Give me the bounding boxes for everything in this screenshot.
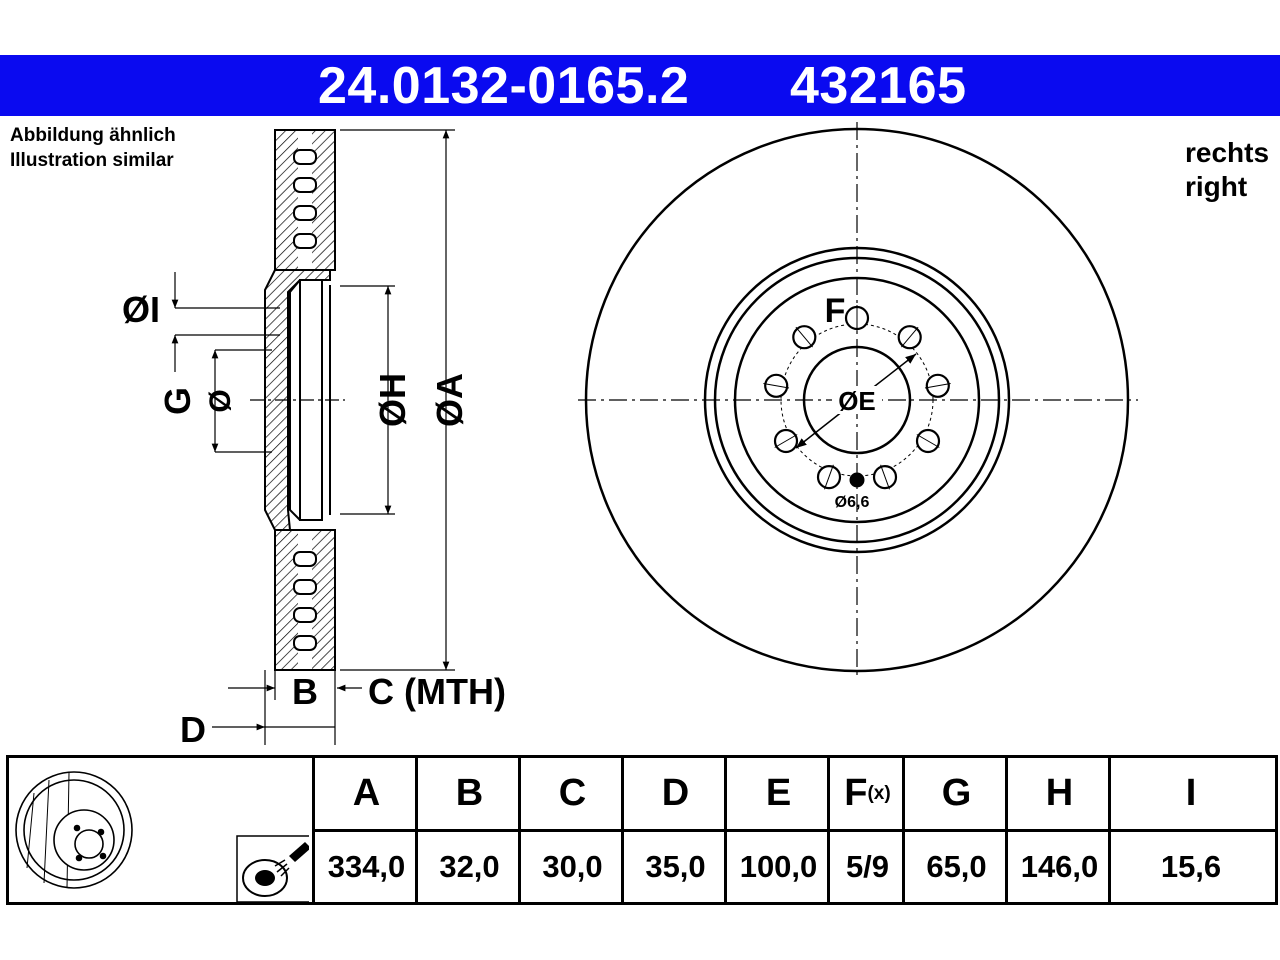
front-view <box>578 122 1138 678</box>
side-label-de: rechts <box>1185 137 1270 168</box>
bolt-hole-centreline <box>901 326 919 348</box>
spec-value-b: 32,0 <box>439 849 500 884</box>
spec-header-label: D <box>661 772 690 814</box>
cross-section-view <box>171 129 455 745</box>
dim-label-dia-g: Ø <box>204 389 237 412</box>
spec-header-label: G <box>941 772 972 814</box>
spec-header-g: G <box>905 758 1008 829</box>
spec-value-g: 65,0 <box>926 849 987 884</box>
spec-header-label: F <box>844 772 868 814</box>
brake-disc-drawing: ØI G Ø ØH ØA B C (MTH) D F ØE Ø6,6 <box>122 122 1138 750</box>
spec-header-c: C <box>521 758 624 829</box>
bolt-hole-centreline <box>916 434 940 448</box>
dim-label-f: F <box>825 292 846 330</box>
table-divider-vertical <box>312 758 315 902</box>
article-number: 432165 <box>790 57 967 115</box>
illustration-note-de: Abbildung ähnlich <box>10 125 176 146</box>
dim-label-c-mth: C (MTH) <box>368 671 506 712</box>
dim-label-d: D <box>180 709 206 750</box>
bolt-hole-centreline <box>924 383 951 389</box>
spec-header-label: A <box>352 772 381 814</box>
bolt-hole-centreline <box>824 464 834 490</box>
dim-label-dia-h: ØH <box>372 373 413 427</box>
dim-label-dia-i: ØI <box>122 289 160 330</box>
cleaning-spray-icon <box>236 835 309 902</box>
spec-header-i: I <box>1111 758 1271 829</box>
table-divider-vertical <box>621 758 624 902</box>
spec-value-a: 334,0 <box>327 849 406 884</box>
bolt-hole-pattern <box>763 305 951 490</box>
bolt-hole-centreline <box>774 434 798 448</box>
spec-header-label: H <box>1045 772 1074 814</box>
table-divider-vertical <box>415 758 418 902</box>
bolt-hole-centreline <box>880 464 890 490</box>
table-divider-vertical <box>827 758 830 902</box>
spec-table: A 334,0 B 32,0 C 30,0 D 35,0 E 100,0 F(x) 5/9 G 65,0 H… <box>6 755 1278 905</box>
dim-label-dia-e: ØE <box>838 386 876 416</box>
spec-header-label: C <box>558 772 587 814</box>
table-divider-vertical <box>1108 758 1111 902</box>
dim-label-dia-a: ØA <box>429 373 470 427</box>
spec-value-h: 146,0 <box>1020 849 1099 884</box>
illustration-note-en: Illustration similar <box>10 150 174 171</box>
dim-label-b: B <box>292 671 318 712</box>
spec-value-d: 35,0 <box>645 849 706 884</box>
spec-value-c: 30,0 <box>542 849 603 884</box>
spec-header-label: E <box>765 772 792 814</box>
bolt-hole-centreline <box>795 326 813 348</box>
bolt-hole-centreline <box>763 383 790 389</box>
part-number: 24.0132-0165.2 <box>318 57 690 115</box>
table-divider-vertical <box>1005 758 1008 902</box>
spec-value-e: 100,0 <box>739 849 818 884</box>
table-divider-horizontal <box>315 829 1275 832</box>
spec-header-suffix: (x) <box>867 782 891 804</box>
spec-value-f: 5/9 <box>845 849 890 884</box>
dim-label-g: G <box>157 387 198 415</box>
spec-header-d: D <box>624 758 727 829</box>
spec-header-f: F(x) <box>830 758 905 829</box>
spec-value-i: 15,6 <box>1160 849 1222 884</box>
header-bar: 24.0132-0165.2 432165 <box>0 55 1280 116</box>
hole-diameter-label: Ø6,6 <box>835 494 870 511</box>
table-divider-vertical <box>902 758 905 902</box>
spec-header-label: I <box>1185 772 1197 814</box>
spec-header-a: A <box>315 758 418 829</box>
locating-hole <box>849 472 865 488</box>
table-divider-vertical <box>518 758 521 902</box>
spec-header-label: B <box>455 772 484 814</box>
disc-thumbnail <box>15 771 309 902</box>
table-divider-vertical <box>724 758 727 902</box>
side-label-en: right <box>1185 171 1248 202</box>
spec-header-b: B <box>418 758 521 829</box>
spec-header-e: E <box>727 758 830 829</box>
spec-header-h: H <box>1008 758 1111 829</box>
